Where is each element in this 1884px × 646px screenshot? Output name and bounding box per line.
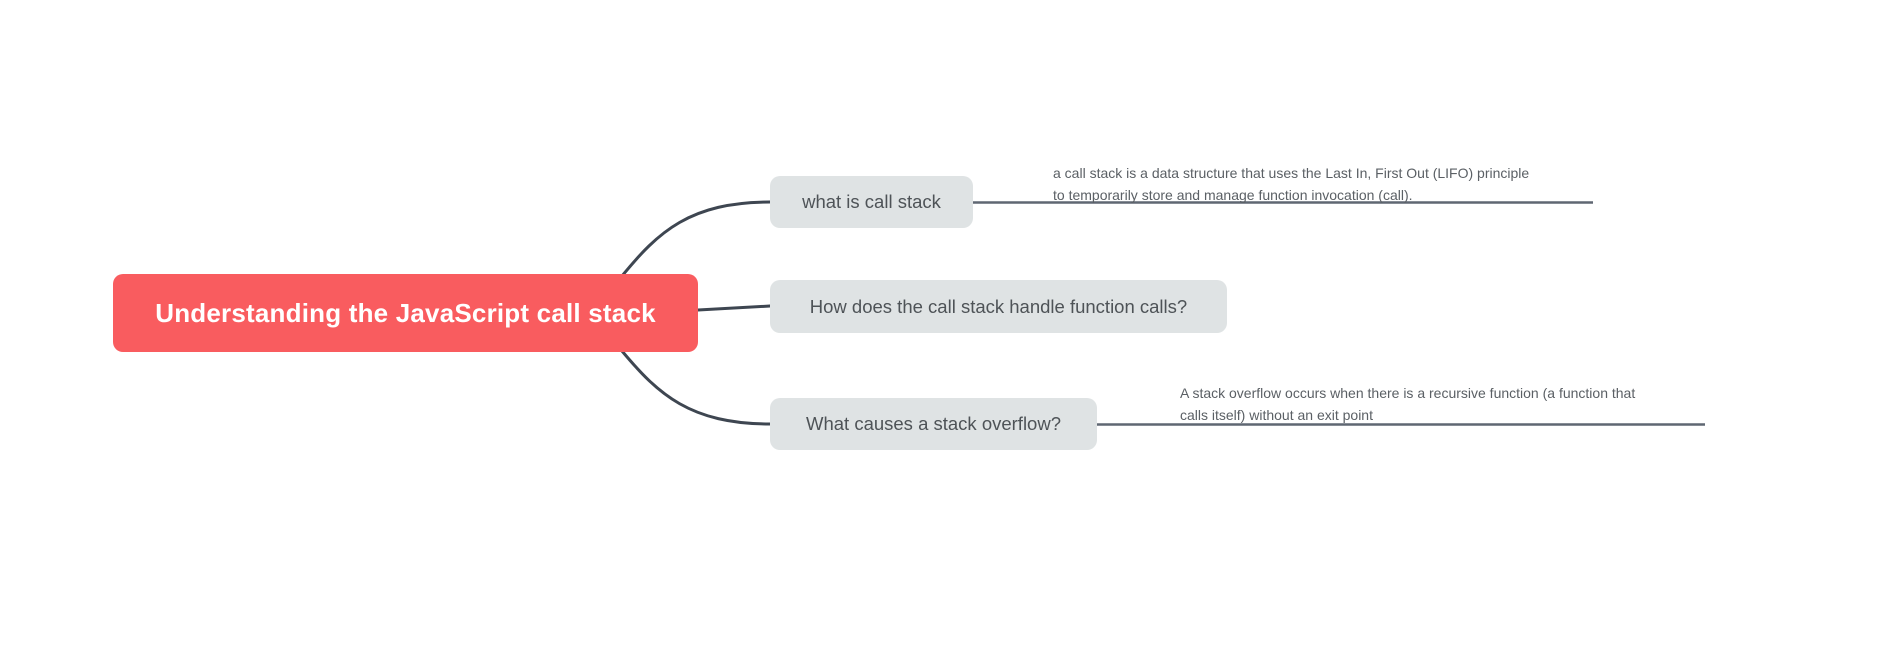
note-text-line-1: A stack overflow occurs when there is a … bbox=[1180, 385, 1636, 401]
note-topic-call-stack-definition[interactable]: a call stack is a data structure that us… bbox=[1053, 162, 1529, 206]
root-topic[interactable]: Understanding the JavaScript call stack bbox=[113, 274, 698, 352]
note-topic-stack-overflow-definition[interactable]: A stack overflow occurs when there is a … bbox=[1180, 382, 1635, 426]
note-text-line-1: a call stack is a data structure that us… bbox=[1053, 165, 1530, 181]
branch-topic-how-call-stack-handles-calls[interactable]: How does the call stack handle function … bbox=[770, 280, 1227, 333]
connector-root-to-branch-1 bbox=[620, 200, 772, 278]
note-text-line-2: calls itself) without an exit point bbox=[1180, 407, 1373, 423]
connector-root-to-branch-2 bbox=[696, 304, 772, 312]
branch-topic-stack-overflow-cause[interactable]: What causes a stack overflow? bbox=[770, 398, 1097, 450]
connector-root-to-branch-3 bbox=[620, 349, 772, 426]
note-text-line-2: to temporarily store and manage function… bbox=[1053, 187, 1413, 203]
branch-topic-what-is-call-stack[interactable]: what is call stack bbox=[770, 176, 973, 228]
